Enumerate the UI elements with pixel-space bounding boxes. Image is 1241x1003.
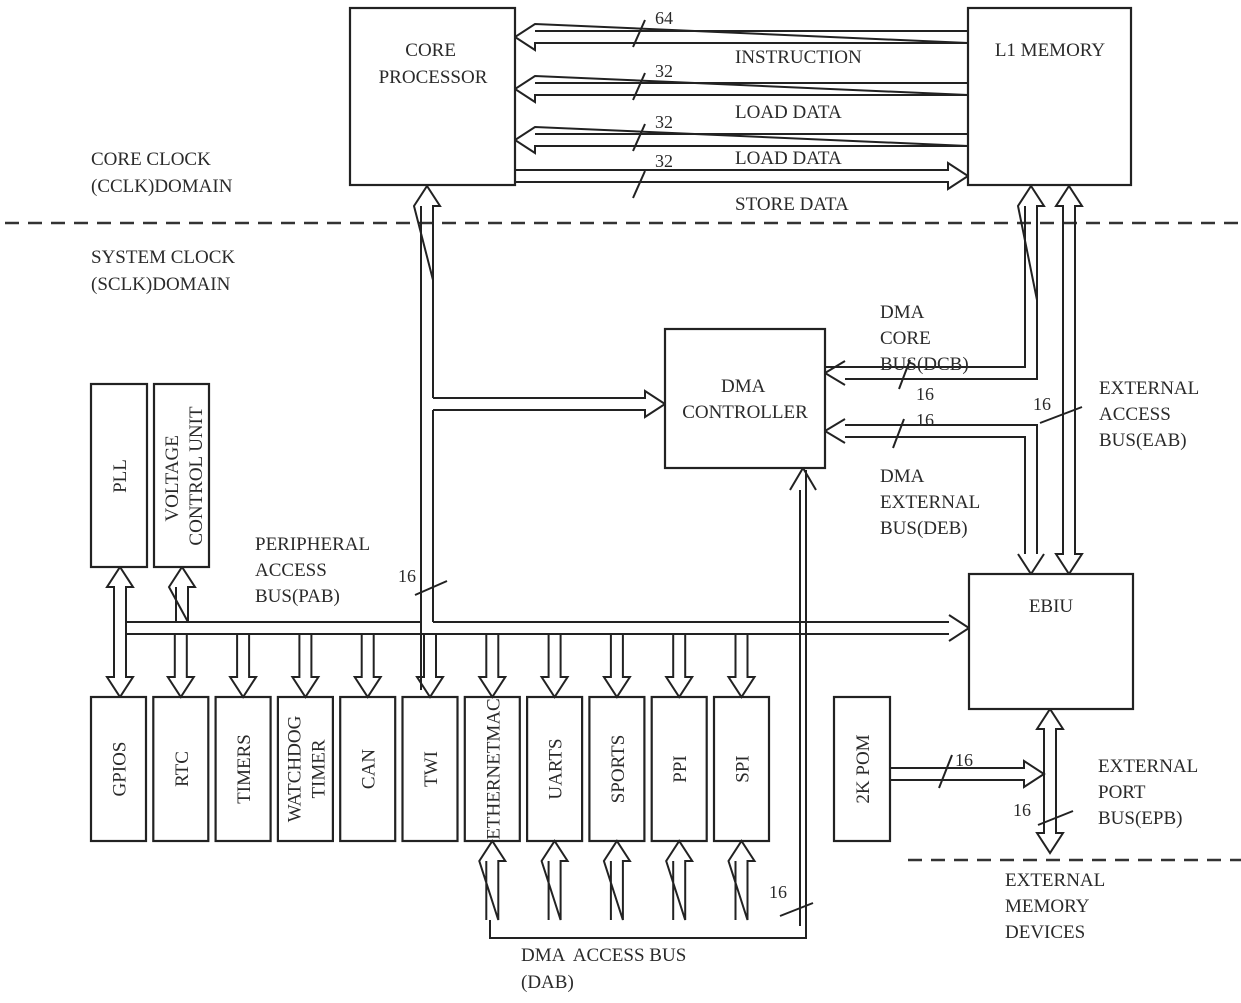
svg-text:TWI: TWI — [421, 751, 442, 787]
dab-rise-10 — [727, 839, 757, 921]
eab-vertical — [1054, 184, 1084, 576]
peripheral-twi: TWI — [401, 695, 459, 843]
svg-text:2K POM: 2K POM — [853, 734, 874, 803]
peripheral-ppi: PPI — [650, 695, 708, 843]
pab-drop-3 — [290, 634, 321, 699]
pab-drop-2 — [228, 634, 258, 699]
core-bus-name: STORE DATA — [735, 194, 849, 215]
pab-drop-9 — [664, 634, 695, 699]
peripheral-rtc: RTC — [152, 695, 210, 843]
deb-path — [845, 424, 1038, 554]
pab-drop-5 — [415, 634, 445, 699]
dab-rise-8 — [602, 839, 632, 921]
deb-label: DMA EXTERNAL BUS(DEB) — [880, 466, 984, 539]
vcu-bus — [167, 565, 197, 623]
svg-text:SPI: SPI — [733, 755, 754, 782]
eab-width: 16 — [1033, 394, 1051, 414]
dab-width: 16 — [769, 882, 787, 902]
dab-rise-6 — [478, 839, 508, 921]
peripheral-gpios: GPIOS — [89, 695, 148, 843]
peripheral-ethernetmac: ETHERNETMAC — [463, 695, 521, 843]
pab-drop-6 — [477, 634, 508, 699]
svg-text:DMA CONTROLLER: DMA CONTROLLER — [682, 376, 808, 423]
pab-drop-10 — [726, 634, 757, 699]
peripheral-sports: SPORTS — [588, 695, 646, 843]
svg-text:EBIU: EBIU — [1029, 596, 1074, 617]
eab-label: EXTERNAL ACCESS BUS(EAB) — [1099, 378, 1203, 451]
dab-bottom — [489, 470, 807, 939]
svg-text:PPI: PPI — [670, 755, 691, 782]
external-memory-devices-label: EXTERNAL MEMORY DEVICES — [1005, 870, 1109, 943]
pll-bus — [105, 565, 135, 699]
deb-path-2 — [845, 436, 1026, 554]
rom-block: 2K POM — [832, 695, 892, 843]
ebiu-block: EBIU — [967, 572, 1135, 711]
system-clock-label: SYSTEM CLOCK (SCLK)DOMAIN — [91, 247, 240, 295]
dcb-vertical — [1016, 184, 1046, 301]
svg-text:UARTS: UARTS — [546, 738, 567, 799]
svg-text:GPIOS: GPIOS — [110, 742, 131, 797]
core-bus-width: 32 — [655, 61, 673, 81]
dab-rise-7 — [540, 839, 570, 921]
voltage-control-unit-block: VOLTAGE CONTROL UNIT — [152, 382, 211, 569]
core-bus-3 — [513, 125, 969, 155]
deb-width: 16 — [916, 410, 934, 430]
svg-text:CAN: CAN — [359, 749, 380, 789]
peripheral-can: CAN — [339, 695, 397, 843]
svg-text:TIMERS: TIMERS — [234, 734, 255, 804]
core-vertical-bus — [412, 184, 442, 281]
pab-label: PERIPHERAL ACCESS BUS(PAB) — [255, 534, 374, 607]
rom-bus-width: 16 — [955, 750, 973, 770]
core-bus-2 — [513, 74, 969, 104]
svg-text:L1 MEMORY: L1 MEMORY — [995, 40, 1106, 61]
core-bus-name: LOAD DATA — [735, 148, 842, 169]
pab-drop-1 — [165, 634, 196, 699]
rom-to-epb-bus — [890, 759, 1046, 789]
svg-text:CORE PROCESSOR: CORE PROCESSOR — [379, 40, 488, 88]
pab-drop-8 — [602, 634, 632, 699]
core-clock-label: CORE CLOCK (CCLK)DOMAIN — [91, 149, 233, 197]
dab-rise-9 — [665, 839, 695, 921]
peripheral-spi: SPI — [712, 695, 771, 843]
dcb-path — [825, 290, 1026, 368]
core-bus-1 — [513, 22, 969, 52]
core-to-dma-bus — [433, 389, 667, 419]
dcb-width: 16 — [916, 384, 934, 404]
epb-width: 16 — [1013, 800, 1031, 820]
pab-drop-4 — [352, 634, 383, 699]
epb-vertical — [1035, 707, 1065, 855]
dma-controller-block: DMA CONTROLLER — [663, 327, 827, 470]
bus-width-ticks — [414, 19, 1083, 917]
svg-text:RTC: RTC — [172, 751, 193, 787]
svg-text:SPORTS: SPORTS — [608, 735, 629, 804]
core-bus-name: LOAD DATA — [735, 102, 842, 123]
svg-text:ETHERNETMAC: ETHERNETMAC — [483, 698, 504, 839]
epb-label: EXTERNAL PORT BUS(EPB) — [1098, 756, 1202, 829]
core-bus-width: 32 — [655, 112, 673, 132]
core-bus-name: INSTRUCTION — [735, 47, 862, 68]
peripheral-uarts: UARTS — [525, 695, 584, 843]
pll-block: PLL — [89, 382, 149, 569]
peripheral-timers: TIMERS — [214, 695, 272, 843]
dab-label: DMA ACCESS BUS (DAB) — [521, 945, 691, 993]
svg-text:PLL: PLL — [110, 459, 131, 493]
core-bus-width: 64 — [655, 8, 673, 28]
core-bus-width: 32 — [655, 151, 673, 171]
dcb-path-2 — [845, 290, 1038, 380]
svg-text:VOLTAGE CONTROL UNIT: VOLTAGE CONTROL UNIT — [162, 406, 207, 546]
core-processor-block: CORE PROCESSOR — [348, 6, 517, 187]
pab-width: 16 — [398, 566, 416, 586]
pab-drop-7 — [539, 634, 570, 699]
dcb-label: DMA CORE BUS(DCB) — [880, 302, 969, 375]
l1-memory-block: L1 MEMORY — [966, 6, 1133, 187]
